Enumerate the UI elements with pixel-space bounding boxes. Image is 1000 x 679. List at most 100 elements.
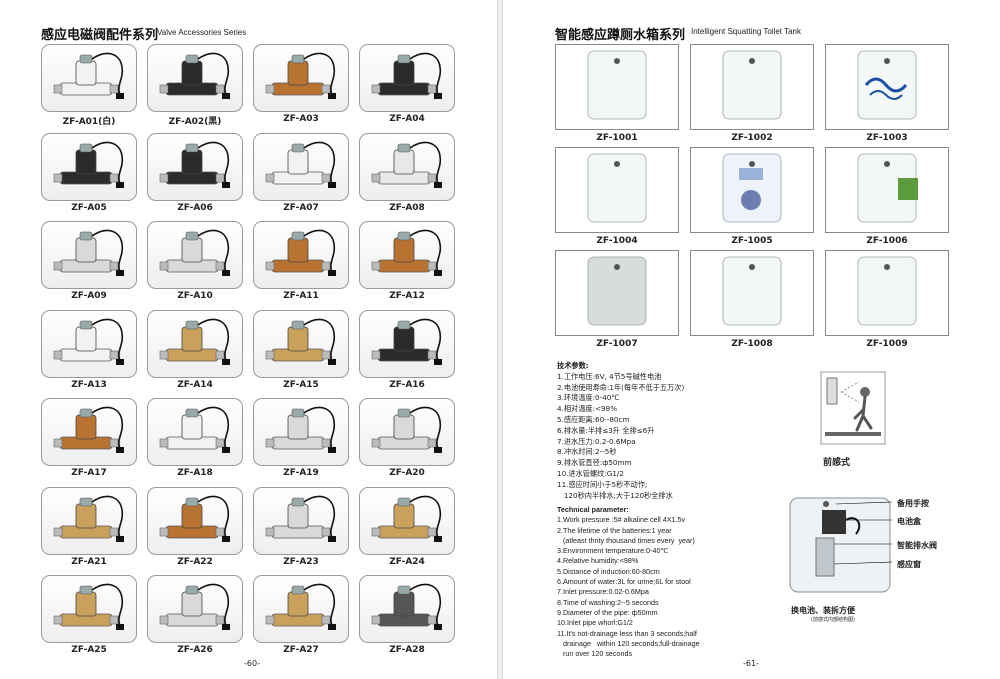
solenoid-valve-icon (265, 406, 336, 453)
tank-card: ZF-1008 (690, 250, 814, 354)
valve-model-label: ZF-A09 (71, 291, 107, 301)
tank-photo (555, 147, 679, 233)
valve-card: ZF-A23 (253, 486, 349, 570)
valve-model-label: ZF-A04 (389, 114, 425, 124)
tank-card: ZF-1009 (825, 250, 949, 354)
valve-model-label: ZF-A25 (71, 645, 107, 655)
tank-photo (555, 44, 679, 130)
solenoid-valve-icon (265, 52, 336, 99)
valve-card: ZF-A11 (253, 221, 349, 304)
spec-line: 8.冲水时间:2--5秒 (557, 447, 617, 457)
valve-card: ZF-A01(白) (41, 44, 137, 127)
valve-model-label: ZF-A22 (177, 556, 213, 567)
spec-line: 4.相对温度:<98% (557, 404, 618, 414)
toilet-tank-icon (587, 50, 647, 120)
callout-sensor-window: 感应窗 (897, 560, 921, 569)
spec-line: 2.电池使用寿命:1年(每年不低于五万次) (557, 382, 685, 392)
spec-line: drainage within 120 seconds;full-drainag… (557, 638, 700, 648)
valve-model-label: ZF-A12 (389, 291, 425, 301)
valve-photo (41, 486, 137, 555)
valve-card: ZF-A12 (359, 221, 455, 304)
valve-card: ZF-A26 (147, 575, 243, 658)
tank-series-title: 智能感应蹲厕水箱系列 (555, 28, 686, 43)
book-gutter (497, 0, 503, 679)
solenoid-valve-icon (371, 318, 442, 365)
valve-model-label: ZF-A01(白) (62, 117, 116, 127)
tank-card: ZF-1005 (690, 147, 814, 251)
valve-photo (147, 44, 243, 112)
valve-card: ZF-A25 (41, 575, 137, 658)
valve-model-label: ZF-A11 (283, 291, 319, 301)
spec-line: 11.感应时间小于5秒不动作; (557, 479, 648, 489)
spec-line: 2.The lifetime of the batteries:1 year (557, 525, 672, 535)
valve-series-title: 感应电磁阀配件系列 (41, 28, 159, 43)
tank-internal-diagram (789, 497, 893, 593)
toilet-tank-icon (722, 256, 782, 326)
valve-card: ZF-A10 (147, 221, 243, 304)
spec-line: 7.Inlet pressure:0.02-0.6Mpa (557, 587, 649, 597)
solenoid-valve-icon (159, 495, 230, 542)
tank-model-label: ZF-1002 (731, 133, 773, 143)
valve-photo (147, 575, 243, 643)
valve-card: ZF-A16 (359, 309, 455, 393)
valve-card: ZF-A08 (359, 132, 455, 216)
valve-card: ZF-A20 (359, 398, 455, 481)
valve-photo (147, 221, 243, 289)
toilet-tank-icon (857, 50, 917, 120)
valve-photo (359, 309, 455, 378)
valve-card: ZF-A14 (147, 309, 243, 393)
specs-cn-heading: 技术参数: (557, 361, 589, 370)
valve-model-label: ZF-A10 (177, 291, 213, 301)
valve-card: ZF-A09 (41, 221, 137, 304)
valve-model-label: ZF-A16 (389, 379, 425, 390)
valve-photo (253, 44, 349, 112)
valve-model-label: ZF-A07 (283, 202, 319, 213)
valve-card: ZF-A15 (253, 309, 349, 393)
valve-photo (253, 575, 349, 643)
specs-en-heading: Technical parameter: (557, 505, 629, 514)
right-page: 智能感应蹲厕水箱系列 Intelligent Squatting Toilet … (503, 0, 1000, 679)
spec-line: 3.环境温度:0-40℃ (557, 393, 620, 403)
spec-line: 1.Work pressure :5# alkaline cell 4X1.5v (557, 515, 686, 525)
valve-card: ZF-A27 (253, 575, 349, 658)
solenoid-valve-icon (265, 141, 336, 188)
tank-card: ZF-1003 (825, 44, 949, 148)
tank-model-label: ZF-1007 (596, 339, 638, 349)
valve-card: ZF-A03 (253, 44, 349, 127)
valve-model-label: ZF-A14 (177, 379, 213, 390)
tank-model-label: ZF-1004 (596, 236, 638, 246)
solenoid-valve-icon (265, 318, 336, 365)
tank-photo (690, 250, 814, 336)
valve-model-label: ZF-A02(黑) (168, 117, 222, 127)
valve-photo (147, 398, 243, 466)
valve-photo (253, 309, 349, 378)
tank-diagram-subcaption: (前感式内部结构图) (811, 617, 855, 623)
solenoid-valve-icon (53, 406, 124, 453)
valve-photo (359, 221, 455, 289)
valve-photo (41, 221, 137, 289)
valve-photo (253, 132, 349, 201)
valve-photo (359, 398, 455, 466)
spec-line: 11.It's not-drainage less than 3 seconds… (557, 628, 697, 638)
spec-line: 6.排水量:半排≤3升 全排≤6升 (557, 425, 655, 435)
solenoid-valve-icon (371, 583, 442, 630)
tank-model-label: ZF-1003 (866, 133, 908, 143)
tank-card: ZF-1006 (825, 147, 949, 251)
tank-model-label: ZF-1001 (596, 133, 638, 143)
solenoid-valve-icon (53, 318, 124, 365)
callout-battery-box: 电池盒 (897, 517, 921, 526)
valve-photo (359, 486, 455, 555)
valve-photo (41, 575, 137, 643)
valve-card: ZF-A17 (41, 398, 137, 481)
valve-card: ZF-A24 (359, 486, 455, 570)
solenoid-valve-icon (159, 318, 230, 365)
valve-photo (253, 398, 349, 466)
toilet-tank-icon (722, 153, 782, 223)
solenoid-valve-icon (53, 52, 124, 99)
front-sensing-caption: 前感式 (823, 458, 851, 468)
valve-model-label: ZF-A08 (389, 202, 425, 213)
tank-model-label: ZF-1008 (731, 339, 773, 349)
